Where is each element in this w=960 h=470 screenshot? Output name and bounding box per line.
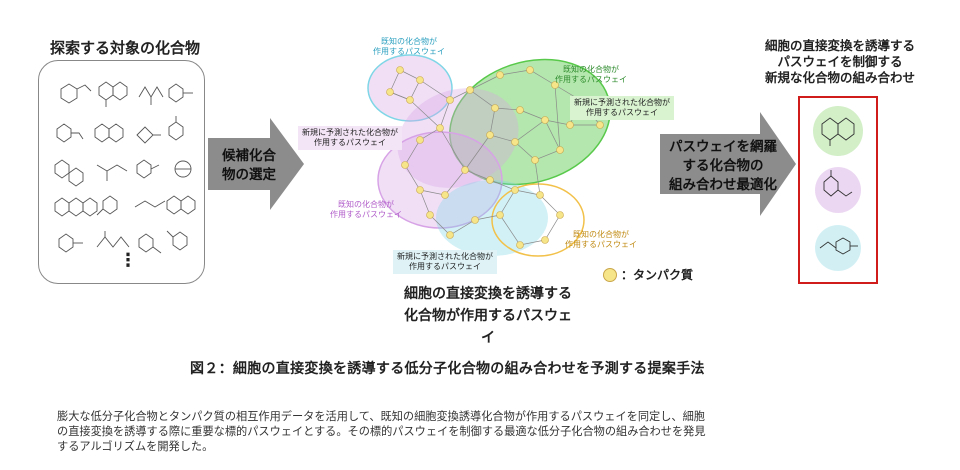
right-title-line3: 新規な化合物の組み合わせ — [764, 70, 915, 85]
description-line2: の直接変換を誘導する際に重要な標的パスウェイとする。その標的パスウェイを制御する… — [57, 425, 706, 438]
molecule — [96, 164, 128, 181]
label-predicted-purple: 新規に予測された化合物が 作用するパスウェイ — [298, 126, 402, 150]
network-caption: 細胞の直接変換を誘導する 化合物が作用するパスウェイ — [398, 283, 578, 349]
pathway-network — [367, 54, 611, 257]
label-known-purple-line1: 既知の化合物が — [338, 200, 394, 209]
label-predicted-cyan-line1: 新規に予測された化合物が — [397, 252, 493, 261]
molecule — [168, 116, 184, 141]
arrow1-label-line2: 物の選定 — [222, 167, 276, 183]
molecule — [134, 200, 166, 208]
left-title: 探索する対象の化合物 — [50, 39, 201, 57]
description-line3: するアルゴリズムを開発した。 — [57, 440, 214, 453]
pathway-cyan-top — [367, 54, 453, 122]
label-known-green: 既知の化合物が 作用するパスウェイ — [555, 65, 627, 85]
molecule — [54, 159, 84, 187]
label-predicted-green-line2: 作用するパスウェイ — [586, 108, 658, 117]
legend: ：タンパク質 — [603, 266, 693, 283]
pathway-purple — [377, 131, 503, 229]
label-known-cyan: 既知の化合物が 作用するパスウェイ — [373, 37, 445, 57]
compound-1 — [821, 117, 855, 146]
molecule — [136, 126, 161, 144]
description-line1: 膨大な低分子化合物とタンパク質の相互作用データを活用して、既知の細胞変換誘導化合… — [57, 410, 705, 423]
arrow1-label: 候補化合 物の選定 — [222, 147, 276, 185]
molecule — [94, 123, 124, 143]
arrow1-label-line1: 候補化合 — [222, 148, 276, 164]
label-known-orange-line2: 作用するパスウェイ — [565, 240, 637, 249]
arrow-shape — [208, 118, 304, 210]
molecule — [96, 231, 130, 248]
label-predicted-green-line1: 新規に予測された化合物が — [574, 98, 670, 107]
selected-compound-structures — [813, 106, 863, 271]
molecule — [136, 159, 160, 179]
molecule — [58, 233, 83, 253]
molecule — [174, 160, 192, 178]
molecule — [60, 83, 92, 104]
label-predicted-purple-line1: 新規に予測された化合物が — [302, 128, 398, 137]
pathway-purple-left — [397, 88, 519, 188]
molecule — [138, 86, 164, 105]
right-title-line2: パスウェイを制御する — [777, 54, 903, 69]
compound-2 — [823, 170, 853, 197]
molecule — [96, 195, 118, 216]
pathway-orange — [491, 183, 585, 257]
figure-caption: 図２：細胞の直接変換を誘導する低分子化合物の組み合わせを予測する提案手法 — [190, 361, 705, 377]
molecule — [168, 83, 193, 103]
legend-label: ：タンパク質 — [621, 268, 694, 282]
optimization-arrow — [660, 112, 796, 216]
arrow2-label-line1: パスウェイを網羅 — [669, 139, 777, 155]
arrow-shape — [660, 112, 796, 216]
molecule — [166, 230, 188, 251]
label-known-purple-line2: 作用するパスウェイ — [330, 210, 402, 219]
selected-compounds-box — [798, 96, 878, 284]
label-known-orange: 既知の化合物が 作用するパスウェイ — [565, 230, 637, 250]
figure-description: 膨大な低分子化合物とタンパク質の相互作用データを活用して、既知の細胞変換誘導化合… — [57, 409, 917, 454]
compound-3 — [819, 237, 858, 255]
protein-legend-icon — [603, 267, 617, 282]
compound-library-box: ⋮ — [38, 60, 205, 284]
molecule — [98, 81, 128, 107]
label-predicted-cyan-line2: 作用するパスウェイ — [409, 262, 481, 271]
arrow2-label: パスウェイを網羅 する化合物の 組み合わせ最適化 — [663, 138, 783, 195]
network-caption-line2: 化合物が作用するパスウェイ — [404, 308, 572, 346]
selection-arrow — [208, 118, 304, 210]
label-known-green-line2: 作用するパスウェイ — [555, 75, 627, 84]
label-known-orange-line1: 既知の化合物が — [573, 230, 629, 239]
molecule — [166, 195, 196, 215]
more-compounds-ellipsis: ⋮ — [119, 250, 137, 271]
arrow2-label-line3: 組み合わせ最適化 — [669, 177, 777, 193]
arrow2-label-line2: する化合物の — [682, 158, 764, 174]
molecule — [138, 233, 162, 254]
label-predicted-cyan: 新規に予測された化合物が 作用するパスウェイ — [393, 250, 497, 274]
right-title-line1: 細胞の直接変換を誘導する — [764, 38, 915, 53]
label-known-purple: 既知の化合物が 作用するパスウェイ — [330, 200, 402, 220]
label-known-cyan-line2: 作用するパスウェイ — [373, 47, 445, 56]
right-title: 細胞の直接変換を誘導する パスウェイを制御する 新規な化合物の組み合わせ — [750, 38, 930, 86]
compound-structures — [54, 81, 196, 254]
label-predicted-purple-line2: 作用するパスウェイ — [314, 138, 386, 147]
label-known-green-line1: 既知の化合物が — [563, 65, 619, 74]
label-known-cyan-line1: 既知の化合物が — [381, 37, 437, 46]
molecule — [54, 197, 98, 217]
molecule — [56, 123, 84, 143]
compound-3-background — [815, 225, 861, 271]
label-predicted-green: 新規に予測された化合物が 作用するパスウェイ — [570, 96, 674, 120]
network-caption-line1: 細胞の直接変換を誘導する — [404, 286, 572, 302]
